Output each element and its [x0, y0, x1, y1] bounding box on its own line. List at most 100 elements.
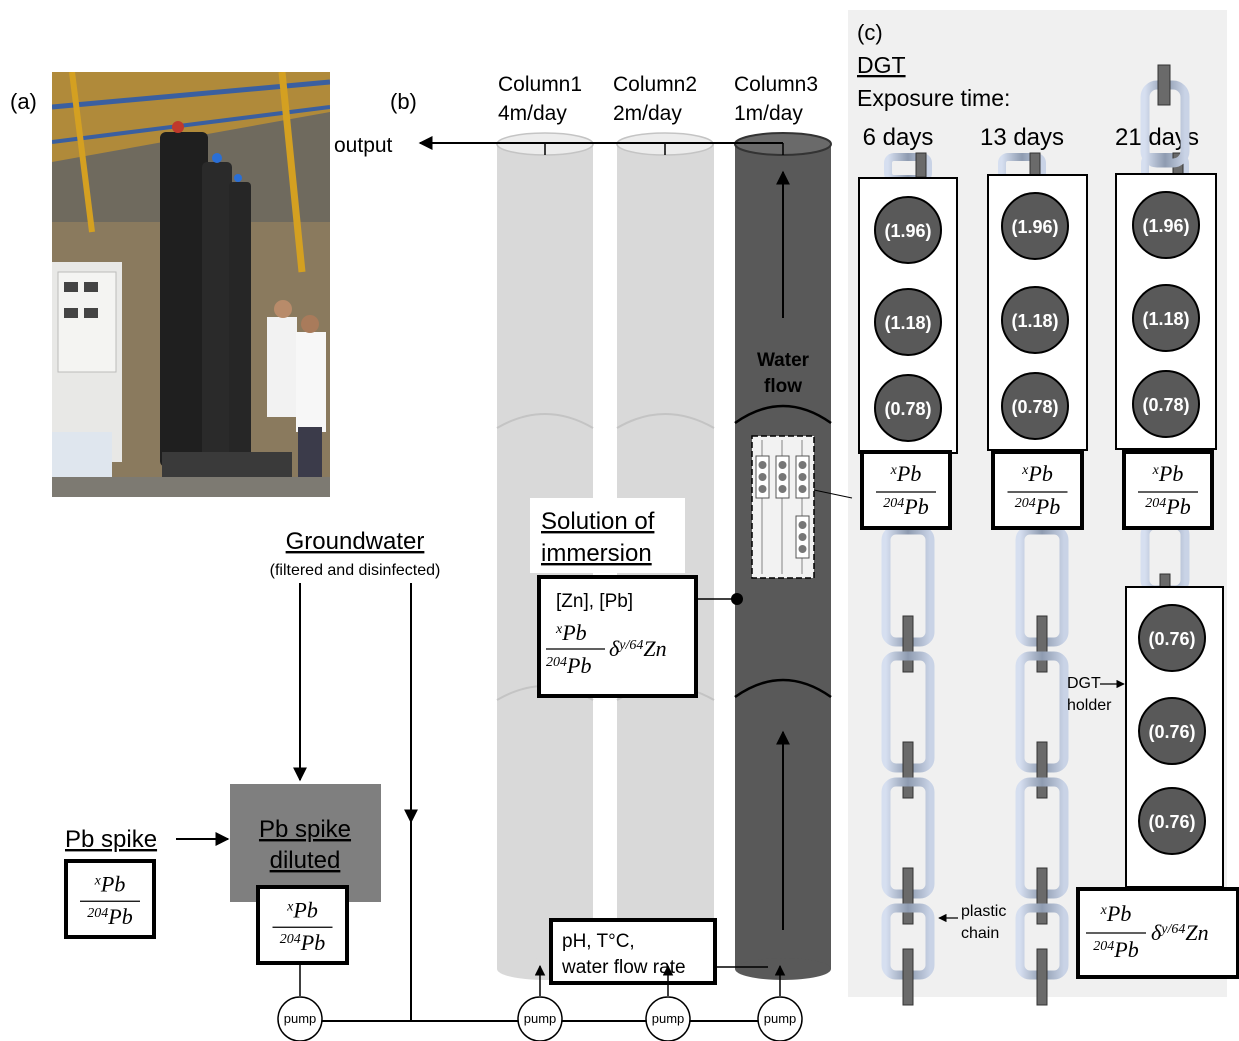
chain-connector	[902, 615, 914, 673]
pump-label: pump	[524, 1011, 557, 1026]
measurement-line1: pH, T°C,	[562, 931, 635, 952]
dgt-disc-value: (1.96)	[1142, 216, 1189, 236]
pump-label: pump	[284, 1011, 317, 1026]
dgt-disc	[874, 288, 942, 356]
exposure-13-days: 13 days	[980, 124, 1064, 151]
dgt-disc	[1001, 372, 1069, 440]
dgt-holder-label-line1: DGT	[1067, 675, 1101, 692]
dgt-disc	[1138, 697, 1206, 765]
dgt-disc	[1001, 192, 1069, 260]
ratio-frame	[1122, 450, 1214, 530]
dgt-disc	[874, 374, 942, 442]
ratio-numerator: xPb	[1021, 461, 1053, 486]
chain-connector	[902, 948, 914, 1006]
panel-a-label: (a)	[10, 89, 37, 114]
pump-4: pump	[757, 996, 803, 1041]
pb-spike-ratio-box: xPb 204Pb	[64, 859, 156, 939]
solution-label-bg	[530, 498, 685, 573]
pb-spike-ratio-box-numerator: xPb	[94, 871, 126, 896]
pb-spike-diluted-line2: diluted	[270, 847, 341, 874]
ratio-frame	[860, 450, 952, 530]
exposure-6-days: 6 days	[863, 124, 934, 151]
dgt-title: DGT	[857, 52, 906, 78]
measurement-box: pH, T°C, water flow rate	[549, 918, 717, 985]
dgt-disc	[1132, 284, 1200, 352]
chain-connector	[1036, 867, 1048, 925]
dgt-disc-value: (0.78)	[1011, 397, 1058, 417]
pump-circle	[277, 996, 323, 1041]
ratio-numerator: xPb	[1152, 461, 1184, 486]
dgt-disc	[1132, 370, 1200, 438]
column-1-name: Column1	[498, 73, 582, 96]
ratio-denominator: 204Pb	[883, 494, 928, 519]
ratio-delta-zn: δy/64Zn	[1151, 920, 1209, 945]
chain-connector	[902, 741, 914, 799]
pump-circle	[757, 996, 803, 1041]
panel-c-label: (c)	[857, 20, 883, 45]
pump-1: pump	[277, 996, 323, 1041]
dgt-disc	[1001, 286, 1069, 354]
pump-circle	[645, 996, 691, 1041]
dgt-disc-value: (0.76)	[1148, 629, 1195, 649]
lab-photo	[52, 72, 330, 497]
dgt-disc-value: (0.78)	[884, 399, 931, 419]
dgt-disc	[1138, 604, 1206, 672]
holder-ratio-box: xPb 204Pb	[860, 450, 952, 530]
pb-spike-label: Pb spike	[65, 826, 157, 853]
dgt-disc	[1132, 191, 1200, 259]
dgt-holder-label-line2: holder	[1067, 697, 1112, 714]
dgt-exposure-label: Exposure time:	[857, 85, 1010, 111]
dgt-disc	[874, 196, 942, 264]
solution-concentrations: [Zn], [Pb]	[556, 591, 633, 612]
chain-connector	[1036, 741, 1048, 799]
column-2-rate: 2m/day	[613, 102, 682, 125]
dgt-disc-value: (0.76)	[1148, 722, 1195, 742]
pb-spike-diluted-line1: Pb spike	[259, 816, 351, 843]
dgt-disc-value: (1.18)	[1142, 309, 1189, 329]
pb-spike-diluted-ratio-box-denominator: 204Pb	[280, 930, 325, 955]
bundle-zoom-connector	[813, 489, 853, 499]
dgt-disc	[1138, 787, 1206, 855]
groundwater-title: Groundwater	[286, 528, 425, 555]
solution-box: [Zn], [Pb] xPb 204Pb δy/64Zn	[537, 575, 698, 698]
dgt-disc-value: (0.76)	[1148, 812, 1195, 832]
solution-title-line2: immersion	[541, 540, 652, 567]
plastic-chain-label-line1: plastic	[961, 903, 1006, 920]
ratio-denominator: 204Pb	[1015, 494, 1060, 519]
measurement-line2: water flow rate	[561, 957, 686, 978]
pb-spike-diluted-ratio-box-frame	[256, 885, 349, 965]
dgt-disc-value: (1.18)	[1011, 311, 1058, 331]
column-3-name: Column3	[734, 73, 818, 96]
water-flow-line2: flow	[764, 376, 802, 397]
ratio-denominator: 204Pb	[1093, 937, 1138, 962]
solution-ratio-den: 204Pb	[546, 653, 591, 678]
pb-spike-ratio-box-denominator: 204Pb	[87, 904, 132, 929]
ratio-numerator: xPb	[890, 461, 922, 486]
holder-ratio-box: xPb 204Pb	[991, 450, 1084, 530]
dgt-disc-value: (1.18)	[884, 313, 931, 333]
pump-2: pump	[517, 996, 563, 1041]
pump-label: pump	[764, 1011, 797, 1026]
water-flow-line1: Water	[757, 350, 810, 371]
output-connector	[418, 136, 784, 155]
solution-ratio-num: xPb	[555, 620, 587, 645]
panel-b-label: (b)	[390, 89, 417, 114]
pb-spike-diluted-box	[230, 784, 381, 902]
pb-spike-ratio-box-frame	[64, 859, 156, 939]
chain-21-days-hook	[1157, 64, 1171, 106]
pb-spike-diluted-ratio-box: xPb 204Pb	[256, 885, 349, 965]
output-label: output	[334, 134, 393, 157]
chain-13-days	[1015, 525, 1069, 1006]
pb-spike-diluted-ratio-box-numerator: xPb	[286, 897, 318, 922]
pump-circle	[517, 996, 563, 1041]
dgt-disc-value: (0.78)	[1142, 395, 1189, 415]
dgt-bundle-in-column	[751, 435, 815, 579]
pump-label: pump	[652, 1011, 685, 1026]
